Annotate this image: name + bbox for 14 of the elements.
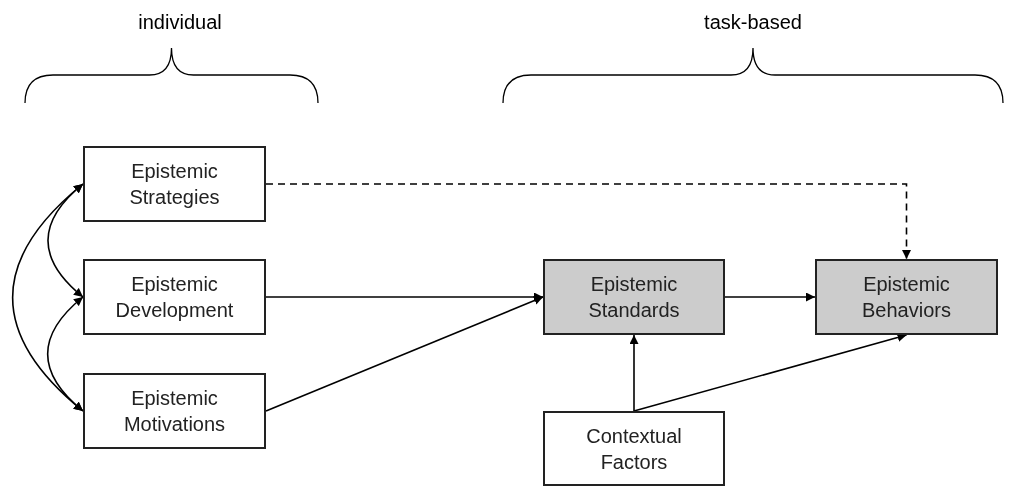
arrow bbox=[265, 183, 911, 260]
arrow bbox=[629, 334, 639, 412]
arrow bbox=[265, 296, 544, 412]
process-box: Epistemic Strategies bbox=[83, 146, 266, 222]
process-box: Contextual Factors bbox=[543, 411, 725, 486]
group-label: individual bbox=[138, 12, 222, 32]
arrow bbox=[724, 292, 816, 302]
group-label: task-based bbox=[704, 12, 802, 32]
process-box: Epistemic Development bbox=[83, 259, 266, 335]
arrow bbox=[633, 333, 908, 412]
arrow bbox=[11, 183, 84, 412]
process-box: Epistemic Behaviors bbox=[815, 259, 998, 335]
process-box: Epistemic Motivations bbox=[83, 373, 266, 449]
process-box: Epistemic Standards bbox=[543, 259, 725, 335]
